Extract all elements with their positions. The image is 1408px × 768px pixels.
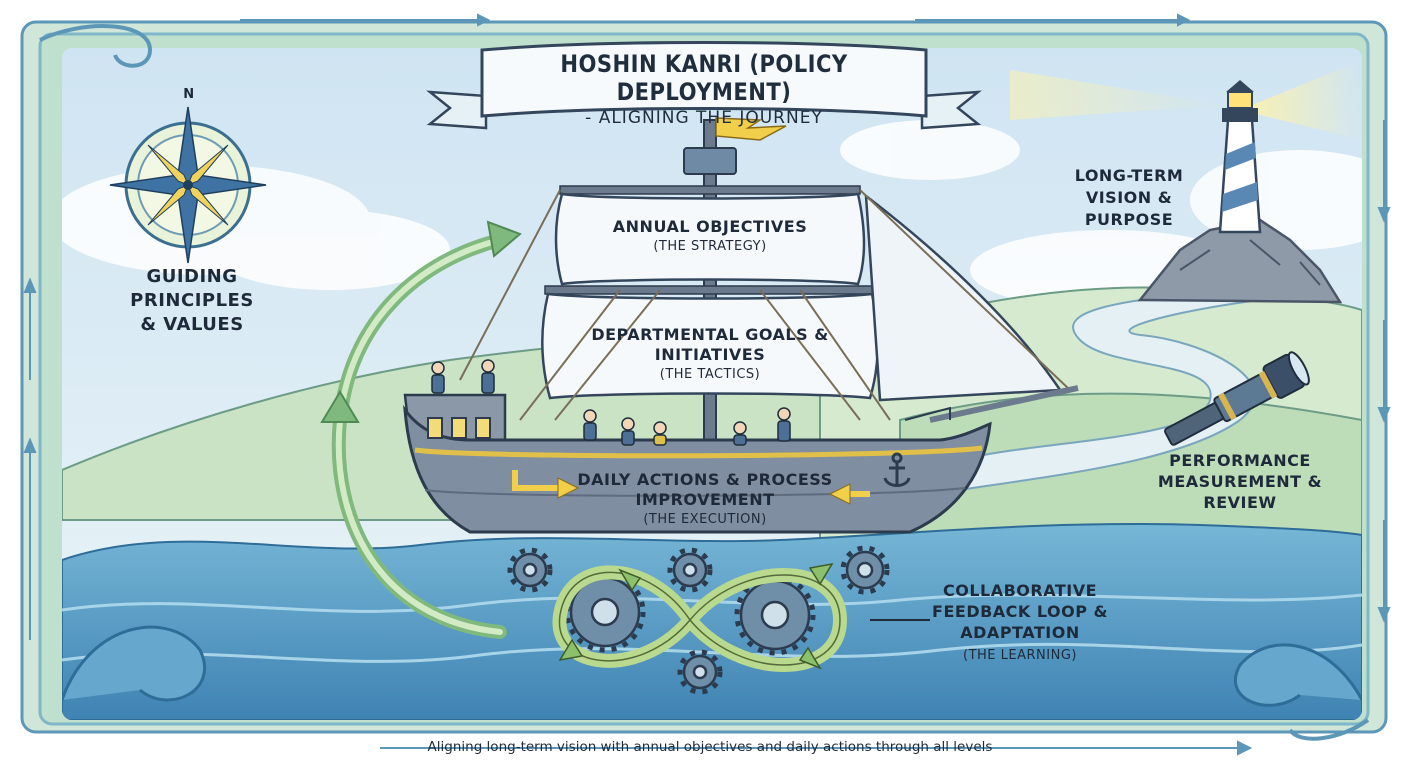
flag-icon — [715, 117, 787, 141]
border-arrows — [23, 13, 1391, 756]
daily-subtitle: (THE EXECUTION) — [643, 512, 767, 527]
dept-title: DEPARTMENTAL GOALS & INITIATIVES — [591, 325, 829, 364]
banner: HOSHIN KANRI (POLICY DEPLOYMENT) - ALIGN… — [486, 50, 922, 128]
label-departmental-goals: DEPARTMENTAL GOALS & INITIATIVES (THE TA… — [590, 325, 830, 385]
feedback-title: COLLABORATIVE FEEDBACK LOOP & ADAPTATION — [932, 581, 1108, 642]
label-annual-objectives: ANNUAL OBJECTIVES (THE STRATEGY) — [590, 217, 830, 257]
crew — [431, 359, 791, 446]
deck-arrow-left — [512, 470, 562, 491]
corner-swirl-br — [1288, 718, 1370, 741]
hill-mid — [899, 392, 1362, 561]
dept-subtitle: (THE TACTICS) — [659, 367, 761, 382]
sail-mid — [540, 292, 880, 400]
sail-top — [554, 192, 866, 286]
compass-north-label: N — [183, 87, 195, 102]
gear-teeth — [507, 545, 890, 695]
scene-content — [62, 48, 1362, 720]
ship-icon — [403, 117, 1079, 534]
lighthouse-icon — [1218, 80, 1262, 234]
loop-arrow-head — [486, 220, 522, 258]
jib-sail — [864, 193, 1063, 402]
label-daily-actions: DAILY ACTIONS & PROCESS IMPROVEMENT (THE… — [575, 470, 835, 530]
label-performance: PERFORMANCE MEASUREMENT & REVIEW — [1157, 451, 1323, 512]
wave-right — [1233, 643, 1362, 707]
label-vision: LONG-TERM VISION & PURPOSE — [1074, 166, 1184, 229]
banner-title: HOSHIN KANRI (POLICY DEPLOYMENT) — [560, 50, 848, 106]
title-banner — [426, 41, 982, 130]
ship-hull — [403, 404, 992, 534]
sea — [62, 522, 1362, 720]
telescope-icon — [1164, 351, 1310, 446]
footer-caption: Aligning long-term vision with annual ob… — [427, 739, 993, 755]
compass-rose-icon — [109, 106, 267, 264]
banner-subtitle: - ALIGNING THE JOURNEY — [585, 108, 823, 128]
anchor-icon — [883, 452, 911, 487]
light-beam — [1240, 60, 1362, 140]
label-feedback-loop: COLLABORATIVE FEEDBACK LOOP & ADAPTATION… — [930, 580, 1110, 666]
corner-swirl-tl — [39, 24, 153, 68]
annual-subtitle: (THE STRATEGY) — [653, 239, 767, 254]
feedback-subtitle: (THE LEARNING) — [963, 648, 1077, 663]
gear-icon — [512, 550, 885, 690]
label-guiding-principles: GUIDING PRINCIPLES & VALUES — [130, 266, 254, 335]
daily-title: DAILY ACTIONS & PROCESS IMPROVEMENT — [577, 470, 833, 509]
annual-title: ANNUAL OBJECTIVES — [612, 217, 808, 236]
wave-left — [62, 625, 207, 702]
rocky-island — [1137, 218, 1343, 304]
